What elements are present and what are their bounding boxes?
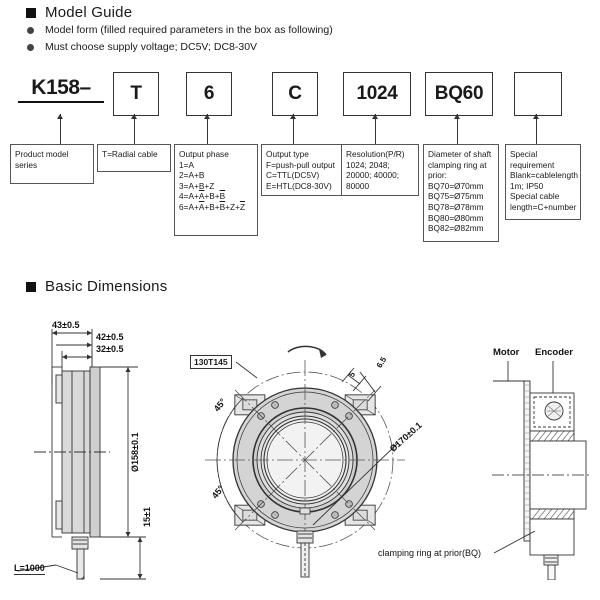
leader-line-shaft-clamping: [457, 114, 459, 144]
dim-width-43: 43±0.5: [52, 320, 80, 330]
model-guide-title: Model Guide: [45, 4, 133, 21]
leader-arrow-output-phase: [204, 114, 210, 119]
basic-dimensions-title: Basic Dimensions: [45, 278, 168, 295]
leader-arrow-output-type: [290, 114, 296, 119]
leader-line-cable-type: [134, 114, 136, 144]
model-guide-heading: Model Guide: [26, 4, 132, 21]
leader-line-special: [536, 114, 538, 144]
leader-arrow-special: [533, 114, 539, 119]
dot-bullet-icon: [27, 27, 34, 34]
desc-box-output-type: Output type F=push-pull output C=TTL(DC5…: [261, 144, 343, 196]
label-motor: Motor: [493, 347, 520, 358]
code-box-resolution[interactable]: 1024: [343, 72, 411, 116]
leader-arrow-shaft-clamping: [454, 114, 460, 119]
dim-cable-length: L=1000: [14, 563, 45, 575]
output-phase-title: Output phase: [179, 149, 229, 159]
dim-height-15: 15±1: [142, 507, 152, 527]
leader-arrow-series: [57, 114, 63, 119]
mount-view-drawing: [480, 345, 600, 580]
leader-arrow-cable-type: [131, 114, 137, 119]
code-box-special-requirement[interactable]: [514, 72, 562, 116]
square-bullet-icon: [26, 281, 36, 292]
dot-bullet-icon: [27, 44, 34, 51]
leader-line-resolution: [375, 114, 377, 144]
side-view-drawing: [0, 315, 190, 600]
code-box-output-type[interactable]: C: [272, 72, 318, 116]
label-encoder: Encoder: [535, 347, 574, 358]
code-box-cable-type[interactable]: T: [113, 72, 159, 116]
dim-diameter-158: Ø158±0.1: [130, 432, 140, 472]
leader-line-output-phase: [207, 114, 209, 144]
dim-width-42: 42±0.5: [96, 332, 124, 342]
leader-line-series: [60, 114, 62, 144]
model-series-code: K158–: [18, 76, 104, 103]
front-view-drawing: [185, 335, 420, 580]
desc-box-shaft-clamping: Diameter of shaft clamping ring at prior…: [423, 144, 499, 242]
output-phase-line: 1=A: [179, 159, 194, 170]
front-view-tag-130T145: 130T145: [190, 355, 232, 369]
desc-box-product-model-series: Product model series: [10, 144, 94, 184]
model-guide-bullet-2-text: Must choose supply voltage; DC5V; DC8-30…: [45, 41, 258, 53]
model-guide-bullet-1: Model form (filled required parameters i…: [27, 24, 567, 37]
leader-arrow-resolution: [372, 114, 378, 119]
model-guide-bullet-2: Must choose supply voltage; DC5V; DC8-30…: [27, 41, 567, 54]
output-phase-line: 4=A+A+B+B: [179, 191, 226, 202]
desc-box-special-requirement: Special requirement Blank=cablelength 1m…: [505, 144, 581, 220]
output-phase-line: 3=A+B+Z: [179, 180, 215, 191]
output-phase-line: 2=A+B: [179, 170, 205, 181]
square-bullet-icon: [26, 7, 36, 18]
code-box-output-phase[interactable]: 6: [186, 72, 232, 116]
model-guide-bullet-1-text: Model form (filled required parameters i…: [45, 24, 333, 36]
desc-box-resolution: Resolution(P/R) 1024; 2048; 20000; 40000…: [341, 144, 419, 196]
code-box-shaft-clamping[interactable]: BQ60: [425, 72, 493, 116]
leader-line-output-type: [293, 114, 295, 144]
desc-box-cable-type: T=Radial cable: [97, 144, 171, 172]
front-view-note-clamping-ring: clamping ring at prior(BQ): [378, 548, 482, 558]
output-phase-line: 6=A+A+B+B+Z+Z: [179, 201, 246, 212]
dim-width-32: 32±0.5: [96, 344, 124, 354]
basic-dimensions-heading: Basic Dimensions: [26, 278, 167, 295]
